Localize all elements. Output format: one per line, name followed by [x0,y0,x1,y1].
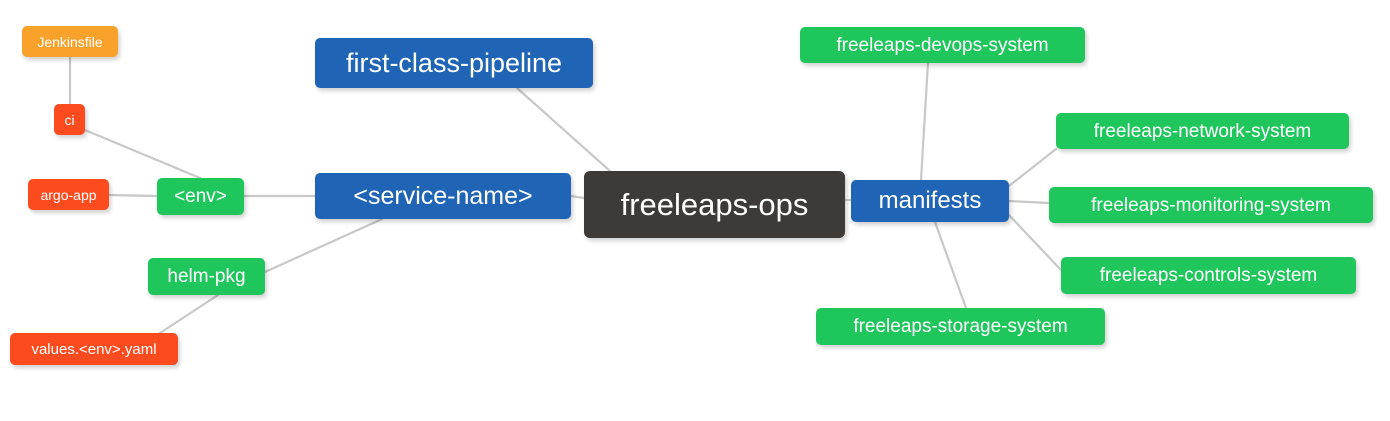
node-label-freeleaps-network-system: freeleaps-network-system [1093,120,1312,142]
node-label-service-name: <service-name> [353,181,533,210]
node-argo-app[interactable]: argo-app [28,179,109,210]
node-freeleaps-controls-system[interactable]: freeleaps-controls-system [1061,257,1356,294]
node-env[interactable]: <env> [157,178,244,215]
node-freeleaps-devops-system[interactable]: freeleaps-devops-system [800,27,1085,63]
node-freeleaps-storage-system[interactable]: freeleaps-storage-system [816,308,1105,345]
node-label-helm-pkg: helm-pkg [167,266,246,287]
node-label-freeleaps-devops-system: freeleaps-devops-system [836,34,1049,56]
node-freeleaps-network-system[interactable]: freeleaps-network-system [1056,113,1349,149]
node-label-freeleaps-controls-system: freeleaps-controls-system [1099,265,1318,286]
node-label-argo-app: argo-app [40,186,97,203]
node-label-env: <env> [174,186,227,207]
node-label-freeleaps-monitoring-system: freeleaps-monitoring-system [1091,194,1331,216]
node-label-values-yaml: values.<env>.yaml [31,340,157,358]
node-label-freeleaps-ops: freeleaps-ops [620,187,809,222]
node-label-ci: ci [64,111,75,128]
node-values-yaml[interactable]: values.<env>.yaml [10,333,178,365]
node-jenkinsfile[interactable]: Jenkinsfile [22,26,118,57]
node-first-class-pipeline[interactable]: first-class-pipeline [315,38,593,88]
node-label-manifests: manifests [878,187,982,214]
node-helm-pkg[interactable]: helm-pkg [148,258,265,295]
node-label-jenkinsfile: Jenkinsfile [37,33,103,50]
node-manifests[interactable]: manifests [851,180,1009,222]
node-ci[interactable]: ci [54,104,85,135]
node-freeleaps-monitoring-system[interactable]: freeleaps-monitoring-system [1049,187,1373,223]
node-label-freeleaps-storage-system: freeleaps-storage-system [853,316,1068,337]
node-label-first-class-pipeline: first-class-pipeline [345,47,563,78]
node-service-name[interactable]: <service-name> [315,173,571,219]
node-freeleaps-ops[interactable]: freeleaps-ops [584,171,845,238]
